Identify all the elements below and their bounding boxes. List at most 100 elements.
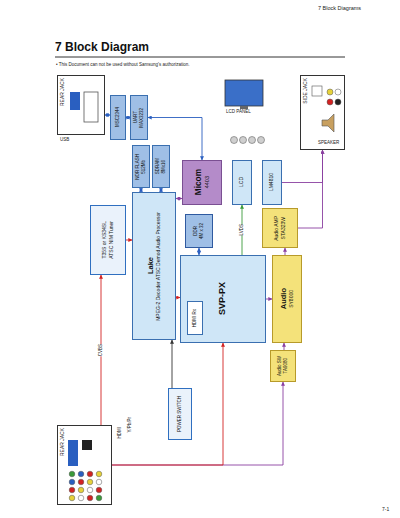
jack-dot xyxy=(96,479,102,485)
block-name: Audio AMP xyxy=(274,216,280,241)
chip-box: MSC2344 xyxy=(110,95,126,140)
memory-box: DDR4M x 32 xyxy=(185,214,213,248)
chip-box: UARTMAX3232 xyxy=(130,95,148,140)
block-detail: ATSC NIM Tuner xyxy=(109,221,115,259)
text-label: SPEAKER xyxy=(318,141,339,146)
jack-dot xyxy=(335,99,341,105)
signal-wire xyxy=(112,343,223,465)
jack-dot xyxy=(69,471,75,477)
jack-dot xyxy=(96,487,102,493)
monitor-stand xyxy=(240,106,248,109)
block-detail: SY8000 xyxy=(289,290,295,308)
block-detail: 4403 xyxy=(204,176,210,188)
jack-dot xyxy=(78,495,84,501)
block-detail: 4M x 32 xyxy=(200,223,205,239)
jack-dot xyxy=(69,479,75,485)
jack-panel: REAR JACK xyxy=(57,425,112,505)
jack-dot xyxy=(96,471,102,477)
key-button xyxy=(240,137,247,144)
jack-dot xyxy=(78,479,84,485)
chip-box: LM4810 xyxy=(262,160,282,205)
audio-switch-box: Audio SWTA9080 xyxy=(270,350,296,382)
text-label: 7-1 xyxy=(382,507,389,513)
usb-port xyxy=(70,92,80,110)
jack-panel: REAR JACK xyxy=(57,75,105,135)
block-name: POWER SWITCH xyxy=(178,396,183,432)
wire-label: CVBS xyxy=(98,344,104,356)
block-name: LCD xyxy=(239,177,245,187)
power-box: POWER SWITCH xyxy=(168,388,192,440)
block-name: SIDE JACK xyxy=(303,78,309,104)
jack-dot xyxy=(78,471,84,477)
block-detail: 512Mb xyxy=(142,160,147,174)
speaker-icon xyxy=(322,114,334,132)
block-name: T35S or KS34SL xyxy=(102,221,108,259)
signal-wire xyxy=(284,343,285,350)
text-label: LCD PANEL xyxy=(226,110,251,115)
monitor-icon xyxy=(225,80,263,106)
side-jack xyxy=(312,86,322,96)
signal-label: Y/Pb/Pr xyxy=(128,417,133,433)
key-button xyxy=(249,137,256,144)
chip-box: LCD xyxy=(232,160,252,205)
chip-box: HDMI Rx xyxy=(187,301,203,335)
jack-dot xyxy=(87,479,93,485)
block-detail: MAX3232 xyxy=(140,108,145,128)
jack-dot xyxy=(87,471,93,477)
block-name: Audio SW xyxy=(278,356,283,376)
key-button xyxy=(258,137,265,144)
amp-box: Audio AMPSTA323W xyxy=(262,208,298,248)
block-name: SVP-PX xyxy=(218,282,228,315)
signal-wire xyxy=(112,382,283,465)
jack-dot xyxy=(96,495,102,501)
jack xyxy=(82,440,92,450)
signal-wire xyxy=(282,150,323,183)
jack-dot xyxy=(87,487,93,493)
text-label: • This Document can not be used without … xyxy=(56,63,189,68)
micom-box: Micom4403 xyxy=(182,160,222,205)
block-name: DDR xyxy=(194,226,199,236)
block-name: Micom xyxy=(194,169,203,195)
block-name: LM4810 xyxy=(269,173,275,191)
jack-dot xyxy=(87,495,93,501)
block-name: MSC2344 xyxy=(116,107,121,127)
block-detail: STA323W xyxy=(281,217,287,239)
jack-dot xyxy=(327,99,333,105)
signal-label: HDMI xyxy=(118,427,123,439)
jack-dot xyxy=(69,487,75,493)
block-name: Lake xyxy=(147,257,155,274)
connector xyxy=(84,92,98,122)
text-label: 7 Block Diagrams xyxy=(318,5,361,11)
memory-box: NOR FLASH512Mb xyxy=(132,145,150,188)
processor-box: SVP-PX HDMI Rx xyxy=(180,255,266,343)
jack-dot xyxy=(78,487,84,493)
rf-connector xyxy=(68,440,78,466)
audio-box: AudioSY8000 xyxy=(272,255,302,343)
text-label: USB xyxy=(60,138,69,143)
memory-box: SDRAM8Mx16 xyxy=(152,145,170,188)
tuner-box: T35S or KS34SLATSC NIM Tuner xyxy=(90,205,126,275)
block-name: Audio xyxy=(280,288,288,309)
block-name: REAR JACK xyxy=(60,78,66,106)
page-title: 7 Block Diagram xyxy=(55,40,149,54)
block-detail: TA9080 xyxy=(284,358,289,373)
processor-box: LakeMPEG-2 Decoder ATSC Demod Audio Proc… xyxy=(132,192,176,340)
jack-dot xyxy=(335,89,341,95)
block-name: HDMI Rx xyxy=(193,309,198,327)
title-rule xyxy=(55,57,345,58)
block-name: UART xyxy=(134,111,139,123)
block-name: SDRAM xyxy=(156,158,161,174)
key-button xyxy=(231,137,238,144)
block-detail: MPEG-2 Decoder ATSC Demod Audio Processo… xyxy=(156,212,162,321)
block-name: NOR FLASH xyxy=(136,154,141,180)
wire-label: LVDS xyxy=(239,224,245,235)
signal-wire xyxy=(199,248,200,255)
signal-wire xyxy=(298,150,323,228)
block-name: REAR JACK xyxy=(60,428,66,456)
jack-dot xyxy=(327,89,333,95)
jack-panel: SIDE JACK xyxy=(300,75,345,150)
jack-dot xyxy=(69,495,75,501)
block-detail: 8Mx16 xyxy=(162,160,167,174)
signal-wire xyxy=(285,248,286,255)
